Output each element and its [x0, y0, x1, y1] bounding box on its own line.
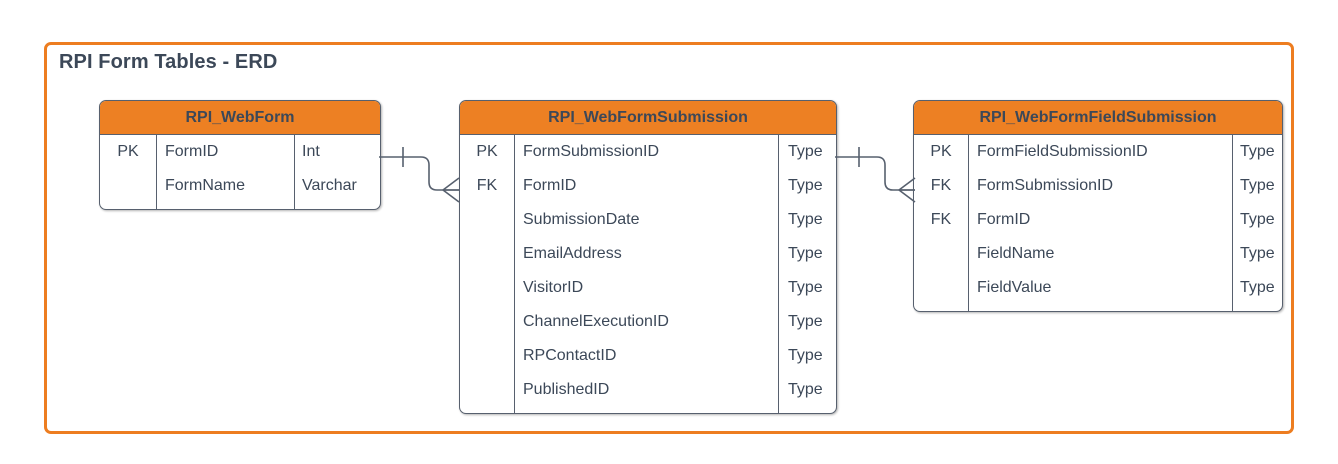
- column-divider: [514, 135, 516, 413]
- cardinality-many-marker: [442, 177, 460, 203]
- attribute-name: FormSubmissionID: [523, 143, 660, 160]
- entity-rpi-webformsubmission[interactable]: RPI_WebFormSubmission PK FormSubmissionI…: [459, 100, 837, 414]
- column-divider: [778, 135, 780, 413]
- attribute-type: Type: [1240, 279, 1275, 296]
- attribute-row: PK FormID Int: [100, 135, 380, 169]
- entity-header-rpi-webformsubmission: RPI_WebFormSubmission: [460, 101, 836, 135]
- attribute-row: FK FormID Type: [460, 169, 836, 203]
- attribute-type: Type: [1240, 211, 1275, 228]
- attribute-name: FormID: [523, 177, 577, 194]
- attribute-name: FormID: [165, 143, 219, 160]
- attribute-type: Type: [788, 313, 823, 330]
- column-divider: [156, 135, 158, 209]
- attribute-name: SubmissionDate: [523, 211, 640, 228]
- attribute-type: Type: [1240, 245, 1275, 262]
- column-divider: [1232, 135, 1234, 311]
- attribute-type: Type: [788, 245, 823, 262]
- relationship-path: [379, 156, 459, 191]
- attribute-name: FormID: [977, 211, 1031, 228]
- attribute-name: EmailAddress: [523, 245, 622, 262]
- attribute-name: FormSubmissionID: [977, 177, 1114, 194]
- attribute-row: SubmissionDate Type: [460, 203, 836, 237]
- attribute-row: FK FormSubmissionID Type: [914, 169, 1282, 203]
- attribute-name: RPContactID: [523, 347, 617, 364]
- attribute-type: Type: [788, 347, 823, 364]
- entity-header-rpi-webform: RPI_WebForm: [100, 101, 380, 135]
- relationship-webformsubmission-to-webformfieldsubmission: [835, 147, 916, 203]
- erd-container: RPI Form Tables - ERD RPI_WebForm PK For…: [44, 42, 1294, 434]
- diagram-title: RPI Form Tables - ERD: [59, 51, 278, 73]
- column-divider: [968, 135, 970, 311]
- attribute-row: PublishedID Type: [460, 373, 836, 407]
- attribute-type: Type: [788, 279, 823, 296]
- attribute-type: Type: [788, 177, 823, 194]
- relationship-path: [835, 156, 915, 191]
- attribute-row: ChannelExecutionID Type: [460, 305, 836, 339]
- attribute-key: FK: [930, 211, 952, 228]
- entity-header-rpi-webformfieldsubmission: RPI_WebFormFieldSubmission: [914, 101, 1282, 135]
- attribute-key: PK: [117, 143, 139, 160]
- entity-rpi-webformfieldsubmission[interactable]: RPI_WebFormFieldSubmission PK FormFieldS…: [913, 100, 1283, 312]
- attribute-name: PublishedID: [523, 381, 610, 398]
- entity-body-rpi-webform: PK FormID Int FormName Varchar: [100, 135, 380, 209]
- attribute-name: FormFieldSubmissionID: [977, 143, 1148, 160]
- attribute-name: FormName: [165, 177, 246, 194]
- attribute-type: Type: [788, 211, 823, 228]
- attribute-type: Type: [1240, 143, 1275, 160]
- attribute-row: FormName Varchar: [100, 169, 380, 203]
- attribute-row: VisitorID Type: [460, 271, 836, 305]
- attribute-type: Type: [788, 381, 823, 398]
- attribute-key: PK: [930, 143, 952, 160]
- entity-body-rpi-webformsubmission: PK FormSubmissionID Type FK FormID Type …: [460, 135, 836, 413]
- attribute-key: FK: [930, 177, 952, 194]
- attribute-type: Type: [788, 143, 823, 160]
- attribute-row: FieldValue Type: [914, 271, 1282, 305]
- attribute-key: FK: [476, 177, 498, 194]
- attribute-row: FK FormID Type: [914, 203, 1282, 237]
- attribute-name: ChannelExecutionID: [523, 313, 669, 330]
- attribute-type: Varchar: [302, 177, 357, 194]
- entity-body-rpi-webformfieldsubmission: PK FormFieldSubmissionID Type FK FormSub…: [914, 135, 1282, 311]
- attribute-row: FieldName Type: [914, 237, 1282, 271]
- attribute-key: PK: [476, 143, 498, 160]
- entity-rpi-webform[interactable]: RPI_WebForm PK FormID Int FormName Varch…: [99, 100, 381, 210]
- attribute-row: PK FormSubmissionID Type: [460, 135, 836, 169]
- attribute-type: Type: [1240, 177, 1275, 194]
- attribute-name: VisitorID: [523, 279, 584, 296]
- attribute-name: FieldValue: [977, 279, 1052, 296]
- relationship-webform-to-webformsubmission: [379, 147, 460, 203]
- attribute-type: Int: [302, 143, 320, 160]
- attribute-row: PK FormFieldSubmissionID Type: [914, 135, 1282, 169]
- column-divider: [294, 135, 296, 209]
- attribute-row: RPContactID Type: [460, 339, 836, 373]
- attribute-row: EmailAddress Type: [460, 237, 836, 271]
- attribute-name: FieldName: [977, 245, 1055, 262]
